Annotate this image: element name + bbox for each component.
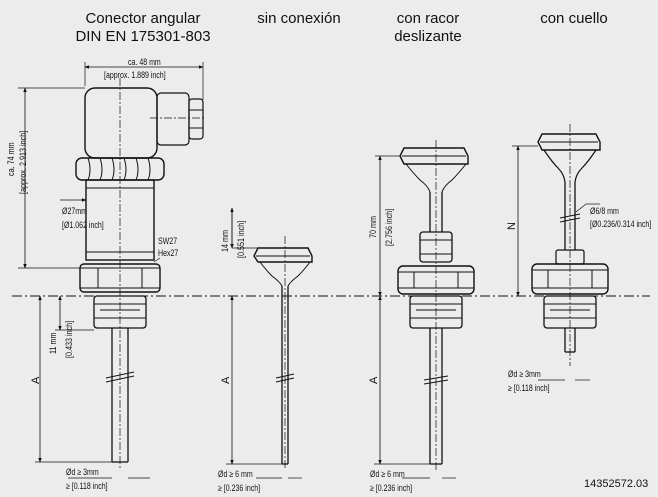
neck-diameter-mm: Ø6/8 mm bbox=[590, 206, 619, 216]
sliding-fitting-drawing bbox=[374, 140, 475, 479]
header-angular-line2: DIN EN 175301-803 bbox=[75, 28, 211, 45]
angular-diameter-mm: Ø27mm bbox=[62, 206, 87, 216]
probe-stem bbox=[564, 328, 576, 352]
no-connection-height-mm: 14 mm bbox=[220, 229, 230, 252]
angular-length-letter: A bbox=[30, 376, 42, 384]
connector-housing bbox=[84, 87, 158, 159]
no-connection-probe-inch: ≥ [0.236 inch] bbox=[218, 483, 261, 493]
hex-nut bbox=[79, 263, 161, 293]
header-neck: con cuello bbox=[540, 10, 608, 27]
neck-length-letter: N bbox=[506, 222, 518, 230]
probe-stem bbox=[111, 328, 129, 462]
sliding-height-inch: [2.756 inch] bbox=[384, 208, 394, 246]
sliding-height-mm: 70 mm bbox=[368, 215, 378, 238]
angular-probe-inch: ≥ [0.118 inch] bbox=[66, 481, 108, 491]
angular-width-mm: ca. 48 mm bbox=[128, 57, 161, 67]
angular-thread-inch: [0.433 inch] bbox=[64, 320, 74, 358]
neck-probe-inch: ≥ [0.118 inch] bbox=[508, 383, 550, 393]
drawing-number: 14352572.03 bbox=[584, 478, 649, 490]
thread bbox=[93, 295, 147, 329]
angular-diameter-inch: [Ø1.062 inch] bbox=[62, 220, 104, 230]
no-connection-height-inch: [0.551 inch] bbox=[236, 220, 246, 258]
neck-probe-mm: Ød ≥ 3mm bbox=[508, 369, 541, 379]
no-connection-length-letter: A bbox=[220, 376, 232, 384]
no-connection-drawing bbox=[226, 207, 313, 479]
angular-width-inch: [approx. 1.889 inch] bbox=[104, 70, 166, 80]
neck-diameter-inch: [Ø0.236/0.314 inch] bbox=[590, 219, 652, 229]
angular-hex-label: Hex27 bbox=[158, 248, 179, 258]
flange-top bbox=[537, 133, 601, 151]
probe-stem bbox=[429, 328, 443, 464]
no-connection-probe-mm: Ød ≥ 6 mm bbox=[218, 469, 253, 479]
header-sliding-line2: deslizante bbox=[394, 28, 462, 45]
angular-connector-drawing bbox=[18, 62, 205, 479]
header-no-connection: sin conexión bbox=[257, 10, 341, 27]
sliding-probe-mm: Ød ≥ 6 mm bbox=[370, 469, 405, 479]
header-angular-line1: Conector angular bbox=[85, 10, 201, 27]
angular-probe-mm: Ød ≥ 3mm bbox=[66, 467, 99, 477]
angular-thread-mm: 11 mm bbox=[48, 332, 58, 354]
connector-cable-gland bbox=[156, 92, 190, 146]
flange-top bbox=[253, 247, 313, 263]
neck-drawing bbox=[512, 124, 609, 381]
header-sliding-fitting: con racor deslizante bbox=[378, 10, 478, 46]
sliding-probe-inch: ≥ [0.236 inch] bbox=[370, 483, 413, 493]
header-angular-connector: Conector angular DIN EN 175301-803 bbox=[58, 10, 228, 46]
angular-height-inch: [approx. 2.913 inch] bbox=[18, 130, 28, 194]
angular-height-mm: ca. 74 mm bbox=[6, 142, 16, 176]
angular-sw-label: SW27 bbox=[158, 236, 178, 246]
header-sliding-line1: con racor bbox=[396, 10, 460, 27]
sleeve bbox=[85, 179, 155, 261]
sliding-length-letter: A bbox=[368, 376, 380, 384]
